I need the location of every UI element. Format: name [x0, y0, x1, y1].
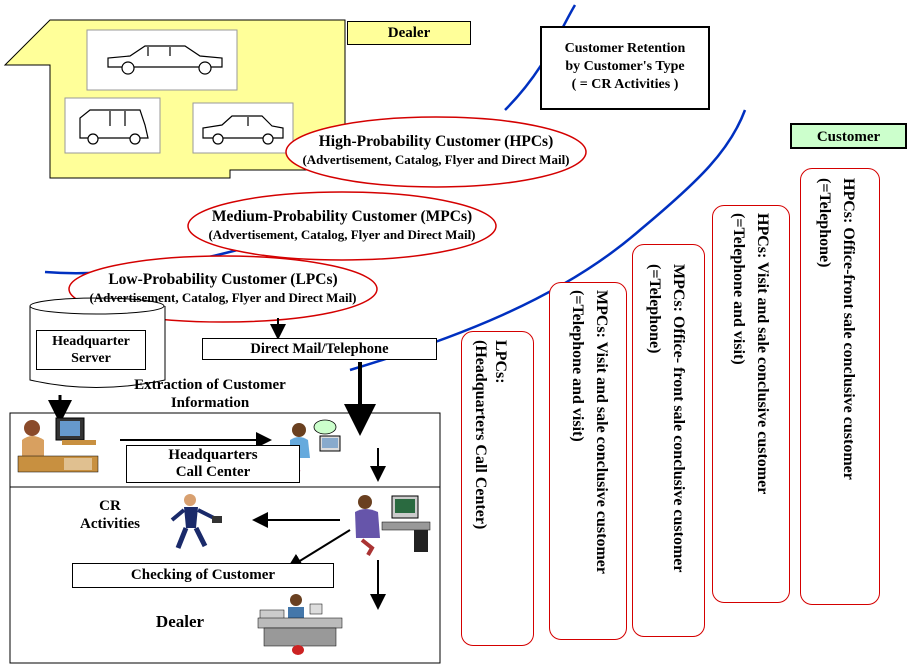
- call-center-line2: Call Center: [175, 464, 251, 480]
- customer-label: Customer: [790, 123, 907, 149]
- hpc-title: High-Probability Customer (HPCs): [318, 133, 554, 150]
- vbox-hpc-office: [800, 168, 880, 605]
- hq-server-line2: Server: [71, 351, 111, 366]
- hpc-ellipse-text: High-Probability Customer (HPCs) (Advert…: [290, 132, 582, 168]
- dealer-top-label: Dealer: [347, 21, 471, 45]
- customer-retention-box: Customer Retention by Customer's Type ( …: [540, 26, 710, 110]
- running-man-clipart-icon: [170, 494, 222, 549]
- hq-server-label: Headquarter Server: [36, 330, 146, 370]
- cr-activities-label: CR Activities: [70, 497, 150, 533]
- direct-mail-label: Direct Mail/Telephone: [202, 338, 437, 360]
- cr-activities-line1: CR: [99, 498, 121, 514]
- extraction-label: Extraction of Customer Information: [80, 376, 340, 412]
- call-center-line1: Headquarters: [168, 447, 258, 463]
- mpc-subtitle: (Advertisement, Catalog, Flyer and Direc…: [208, 227, 476, 242]
- vtext-lpc-line1: LPCs:: [492, 340, 509, 384]
- vbox-mpc-office: [632, 244, 705, 637]
- operator-clipart-icon: [17, 417, 99, 473]
- arrow-agent-to-checking: [286, 529, 351, 570]
- compact-car-icon: [202, 115, 284, 145]
- checking-label: Checking of Customer: [72, 563, 334, 588]
- hpc-subtitle: (Advertisement, Catalog, Flyer and Direc…: [302, 152, 570, 167]
- vtext-mpc-office: MPCs: Office- front sale conclusive cust…: [642, 264, 690, 634]
- mpc-title: Medium-Probability Customer (MPCs): [211, 208, 473, 225]
- vtext-mpc-visit: MPCs: Visit and sale conclusive customer…: [565, 290, 613, 635]
- customer-retention-line2: by Customer's Type: [565, 59, 685, 74]
- vtext-hpc-visit: HPCs: Visit and sale conclusive customer…: [726, 213, 774, 598]
- dealer-frame: [9, 486, 441, 664]
- sedan-car-icon: [107, 45, 223, 75]
- lpc-title: Low-Probability Customer (LPCs): [108, 271, 338, 288]
- cr-agent-clipart-icon: [355, 495, 431, 556]
- mpc-ellipse: [187, 191, 497, 261]
- customer-retention-line3: ( = CR Activities ): [571, 77, 679, 92]
- vtext-mpc-office-line2: (=Telephone): [646, 264, 663, 354]
- vbox-mpc-visit: [549, 282, 627, 640]
- vtext-mpc-visit-line1: MPCs: Visit and sale conclusive customer: [593, 290, 610, 574]
- vtext-mpc-office-line1: MPCs: Office- front sale conclusive cust…: [670, 264, 687, 573]
- mpc-ellipse-text: Medium-Probability Customer (MPCs) (Adve…: [190, 207, 494, 243]
- vtext-hpc-office-line1: HPCs: Office-front sale conclusive custo…: [840, 178, 857, 480]
- customer-retention-line1: Customer Retention: [564, 41, 686, 56]
- vtext-lpc-line2: (Headquarters Call Center): [472, 340, 489, 530]
- extraction-line2: Information: [170, 395, 250, 411]
- dealer-bottom-label: Dealer: [155, 612, 205, 631]
- vtext-hpc-office-line2: (=Telephone): [816, 178, 833, 268]
- call-center-label: Headquarters Call Center: [126, 445, 300, 483]
- vtext-hpc-visit-line1: HPCs: Visit and sale conclusive customer: [754, 213, 771, 495]
- vtext-hpc-visit-line2: (=Telephone and visit): [730, 213, 747, 365]
- cr-activities-line2: Activities: [80, 516, 140, 532]
- lpc-ellipse-text: Low-Probability Customer (LPCs) (Adverti…: [70, 270, 376, 306]
- dealer-desk-clipart-icon: [257, 594, 343, 655]
- vbox-lpc: [461, 331, 534, 646]
- vbox-hpc-visit: [712, 205, 790, 603]
- extraction-line1: Extraction of Customer: [134, 377, 286, 393]
- hpc-ellipse: [285, 116, 587, 188]
- vtext-hpc-office: HPCs: Office-front sale conclusive custo…: [812, 178, 860, 598]
- hq-server-line1: Headquarter: [52, 334, 130, 349]
- vtext-lpc: LPCs: (Headquarters Call Center): [470, 340, 510, 640]
- vtext-mpc-visit-line2: (=Telephone and visit): [569, 290, 586, 442]
- van-car-icon: [79, 109, 149, 145]
- lpc-subtitle: (Advertisement, Catalog, Flyer and Direc…: [89, 290, 357, 305]
